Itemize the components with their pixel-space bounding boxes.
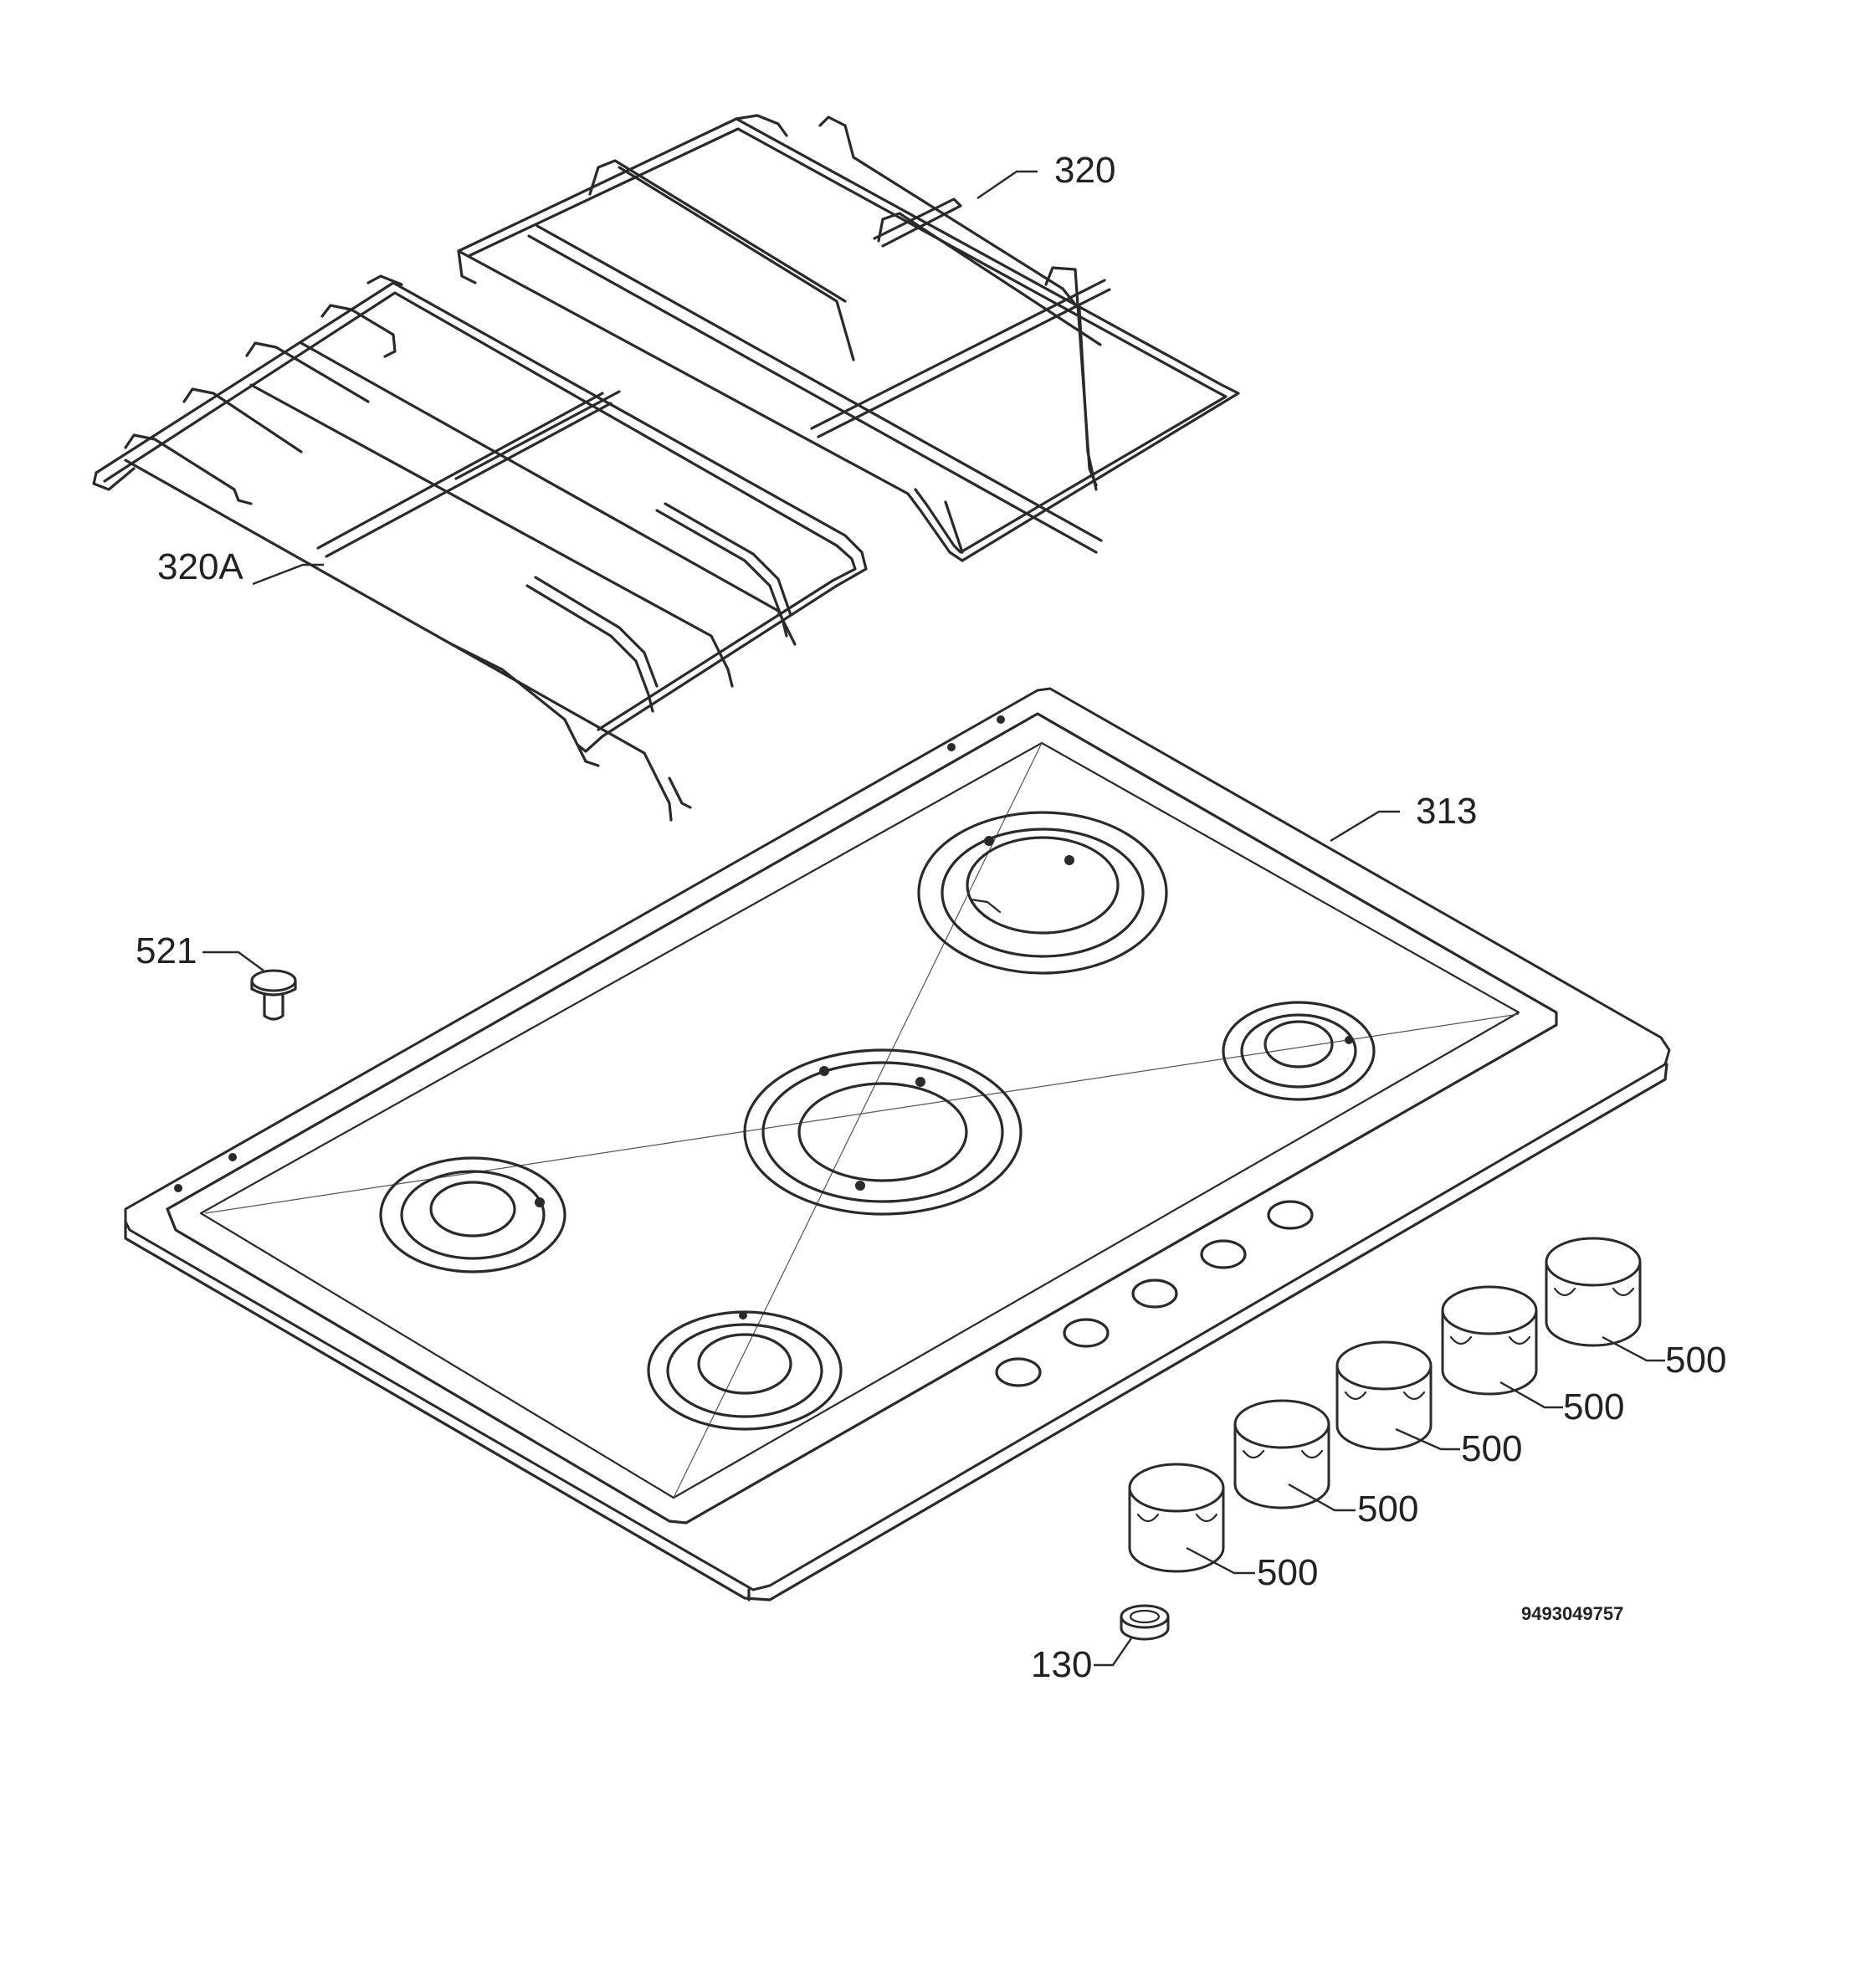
callout-500-knob-5: 500	[1665, 1340, 1726, 1381]
knob-1	[1128, 1463, 1225, 1573]
burner-rear-large	[917, 811, 1168, 975]
hob-top-313	[124, 687, 1671, 1601]
seal-130	[1120, 1604, 1170, 1641]
burner-center-wok	[743, 1048, 1023, 1216]
document-number: 9493049757	[1521, 1603, 1623, 1624]
callout-313: 313	[1416, 791, 1477, 832]
callout-130: 130	[1031, 1644, 1092, 1685]
knob-holes	[995, 1200, 1314, 1387]
screw-521	[250, 969, 297, 1021]
pan-support-grid-320a	[92, 274, 868, 822]
control-knobs-500	[1128, 1237, 1642, 1573]
callout-500-knob-3: 500	[1461, 1428, 1522, 1469]
knob-4	[1441, 1285, 1538, 1396]
knob-2	[1233, 1399, 1330, 1509]
burner-front-medium	[647, 1310, 843, 1431]
pan-support-grid-320	[457, 114, 1240, 562]
knob-5	[1545, 1237, 1642, 1347]
callout-320: 320	[1054, 150, 1115, 191]
callout-521: 521	[136, 930, 197, 971]
callout-labels: 320 320A 313 521 500 500 500 500 500 130…	[136, 150, 1726, 1685]
burner-left-medium	[379, 1156, 566, 1273]
callout-500-knob-2: 500	[1357, 1489, 1418, 1530]
callout-500-knob-4: 500	[1563, 1386, 1624, 1427]
callout-320a: 320A	[157, 546, 243, 587]
callout-500-knob-1: 500	[1257, 1552, 1318, 1593]
burner-right-small	[1222, 1001, 1376, 1101]
knob-3	[1335, 1340, 1433, 1451]
leader-lines	[202, 170, 1665, 1667]
